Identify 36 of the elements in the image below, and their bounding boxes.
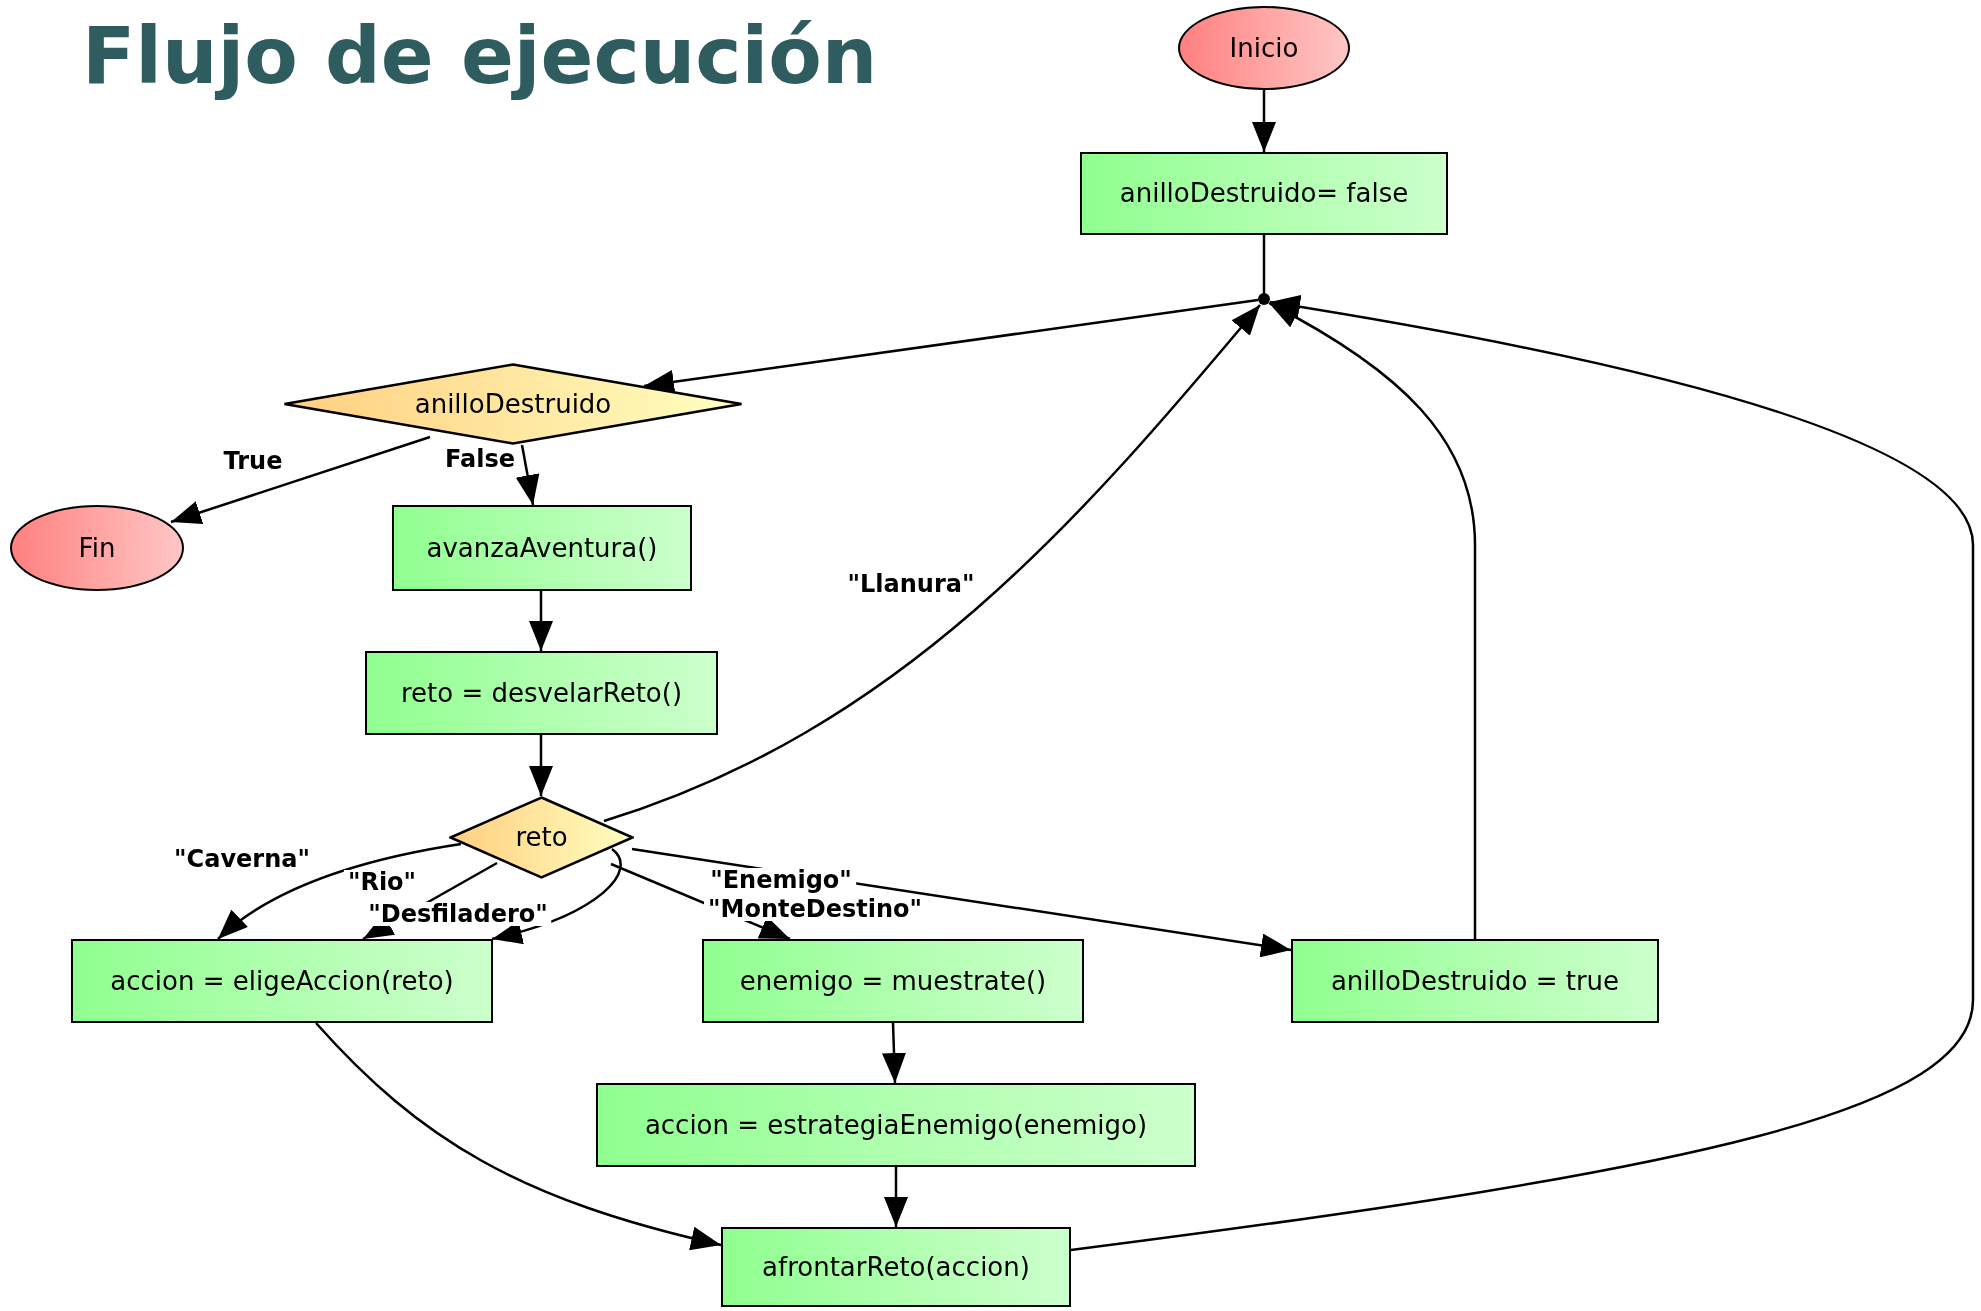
process-box: [392, 505, 692, 591]
arrow: [217, 842, 462, 940]
arrow: [529, 591, 553, 651]
node-label: Inicio: [1229, 31, 1299, 65]
arrow: [1070, 295, 1975, 1252]
title: Flujo de ejecución: [82, 10, 878, 103]
node-label: anilloDestruido= false: [1119, 177, 1409, 210]
arrow: [1252, 90, 1276, 152]
node-label: afrontarReto(accion): [762, 1250, 1030, 1284]
node-label: accion = eligeAccion(reto): [110, 964, 454, 998]
arrow: [882, 1022, 906, 1084]
node-label: accion = estrategiaEnemigo(enemigo): [644, 1108, 1148, 1142]
arrow: [603, 304, 1261, 823]
decision-diamond: [449, 796, 634, 879]
decision-diamond: [283, 363, 743, 445]
process-box: [71, 939, 493, 1023]
node-label: reto: [515, 821, 568, 854]
process-box: [365, 651, 718, 735]
node-label: enemigo = muestrate(): [739, 964, 1047, 998]
arrow: [491, 848, 622, 944]
process-box: [1291, 939, 1659, 1023]
process-box: [1080, 152, 1448, 235]
node-label: reto = desvelarReto(): [400, 676, 683, 710]
node-label: avanzaAventura(): [426, 531, 658, 565]
node-label: anilloDestruido: [414, 387, 612, 421]
arrow: [315, 1022, 722, 1250]
process-box: [702, 939, 1084, 1023]
node-label: Fin: [78, 531, 116, 565]
node-label: anilloDestruido = true: [1330, 964, 1620, 998]
arrow: [1268, 301, 1477, 939]
arrow: [170, 435, 431, 525]
arrow: [529, 735, 553, 796]
process-box: [596, 1083, 1196, 1167]
process-box: [721, 1227, 1071, 1307]
arrow: [515, 444, 540, 506]
arrow: [884, 1167, 908, 1227]
